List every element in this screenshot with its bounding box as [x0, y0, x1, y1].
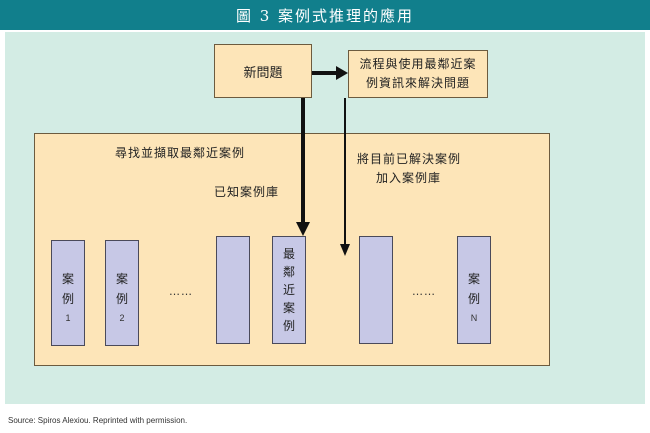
- case-char: 案: [467, 272, 480, 286]
- case-char: 例: [467, 292, 480, 306]
- search-label: 尋找並擷取最鄰近案例: [115, 146, 246, 160]
- case-char: 案: [61, 272, 74, 286]
- arrow-add-to-library-head: [340, 244, 350, 256]
- case-char: 例: [115, 292, 128, 306]
- solve-process-box: 流程與使用最鄰近案 例資訊來解決問題: [348, 50, 488, 98]
- process-line-2: 例資訊來解決問題: [365, 76, 470, 90]
- nearest-case-char: 案: [282, 301, 295, 315]
- source-footer: Source: Spiros Alexiou. Reprinted with p…: [8, 416, 188, 425]
- new-problem-box: 新問題: [214, 44, 312, 98]
- new-problem-label: 新問題: [243, 65, 283, 81]
- process-line-1: 流程與使用最鄰近案: [359, 57, 477, 71]
- nearest-case-char: 近: [282, 283, 295, 297]
- arrow-to-process-head: [336, 66, 348, 80]
- case-char: 例: [61, 292, 74, 306]
- case-card-blank-2: [359, 236, 393, 344]
- case-card-2: 案 例 2: [105, 240, 139, 346]
- add-case-label-1: 將目前已解決案例: [357, 152, 462, 166]
- case-number: N: [470, 313, 478, 323]
- case-number: 2: [119, 313, 125, 323]
- add-case-label-2: 加入案例庫: [376, 171, 442, 185]
- nearest-case-char: 例: [282, 319, 295, 333]
- case-card-blank-1: [216, 236, 250, 344]
- arrow-to-nearest-case-head: [296, 222, 310, 236]
- ellipsis-left: ……: [169, 285, 193, 298]
- figure-title: 圖 3 案例式推理的應用: [0, 0, 650, 30]
- nearest-case-char: 最: [282, 247, 295, 261]
- case-number: 1: [65, 313, 71, 323]
- case-char: 案: [115, 272, 128, 286]
- known-library-label: 已知案例庫: [214, 185, 280, 199]
- ellipsis-right: ……: [412, 285, 436, 298]
- nearest-case-char: 鄰: [282, 265, 295, 279]
- nearest-case-card: 最 鄰 近 案 例: [272, 236, 306, 344]
- case-card-1: 案 例 1: [51, 240, 85, 346]
- case-card-n: 案 例 N: [457, 236, 491, 344]
